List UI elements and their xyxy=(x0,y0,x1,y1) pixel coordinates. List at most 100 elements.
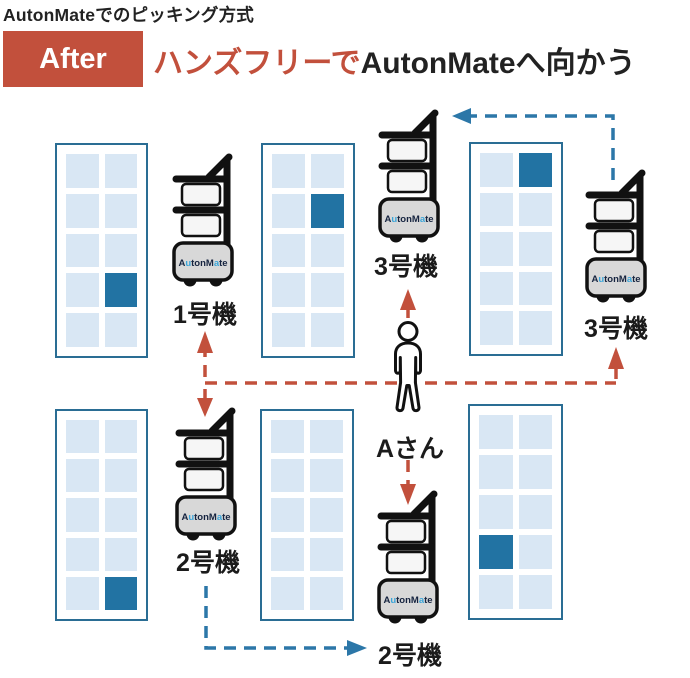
autonmate-logo: AutonMate xyxy=(384,214,433,225)
shelf-cell xyxy=(519,192,552,227)
shelf-cell xyxy=(519,311,552,345)
cart-1: AutonMate xyxy=(171,150,237,290)
shelf-cell xyxy=(480,153,513,187)
autonmate-logo: AutonMate xyxy=(178,258,227,269)
shelf-cell xyxy=(310,498,343,532)
cart-handle xyxy=(205,153,233,181)
shelf-top-middle xyxy=(261,143,355,358)
shelf-cell xyxy=(104,498,137,532)
cart-body xyxy=(172,241,234,282)
shelf-bottom-middle xyxy=(260,409,354,621)
page-title: AutonMateでのピッキング方式 xyxy=(3,5,254,25)
shelf-cell xyxy=(310,576,343,610)
shelf-cell xyxy=(311,313,344,347)
person-icon xyxy=(383,320,433,435)
shelf-cell xyxy=(272,193,305,228)
shelf-cell xyxy=(272,313,305,347)
shelf-cell xyxy=(272,233,305,268)
shelf-cell xyxy=(271,420,304,454)
shelf-cell xyxy=(480,271,513,306)
shelf-cell xyxy=(310,459,343,493)
shelf-cell xyxy=(310,537,343,571)
headline-rest: AutonMateへ向かう xyxy=(360,47,636,80)
cart-handle xyxy=(410,490,438,518)
cart-bin xyxy=(385,550,427,575)
cart-1-label: 1号機 xyxy=(173,301,237,329)
person-label: Aさん xyxy=(375,435,445,463)
autonmate-logo: AutonMate xyxy=(591,274,640,285)
shelf-bottom-right xyxy=(468,404,563,620)
shelf-cell xyxy=(66,273,99,308)
cart-3-middle-label: 3号機 xyxy=(374,253,438,281)
cart-body xyxy=(378,197,440,238)
shelf-cell-target xyxy=(479,535,513,569)
shelf-top-right xyxy=(469,142,563,356)
red-arrow-to-cart-1 xyxy=(197,331,213,353)
shelf-cell-target xyxy=(311,193,344,228)
shelf-cell xyxy=(66,537,99,571)
shelf-cell xyxy=(311,273,344,308)
cart-body xyxy=(585,257,647,298)
shelf-cell xyxy=(104,193,137,228)
cart-3-right-label: 3号機 xyxy=(584,315,648,343)
cart-2-middle-label: 2号機 xyxy=(378,642,442,670)
shelf-cell xyxy=(479,455,513,489)
blue-arrow-bottom-right xyxy=(347,640,367,656)
shelf-cell xyxy=(104,154,137,188)
shelf-cell xyxy=(271,537,304,571)
cart-2-left-label: 2号機 xyxy=(176,549,240,577)
cart-bin xyxy=(180,182,222,207)
cart-bin xyxy=(180,213,222,238)
shelf-cell xyxy=(518,495,552,529)
shelf-cell xyxy=(479,495,513,529)
shelf-cell xyxy=(66,193,99,228)
cart-bin xyxy=(183,436,225,461)
cart-2-left: AutonMate xyxy=(174,404,240,544)
shelf-cell xyxy=(271,576,304,610)
shelf-cell xyxy=(104,459,137,493)
picking-cart-icon: AutonMate xyxy=(377,490,439,624)
shelf-cell xyxy=(479,575,513,609)
shelf-cell xyxy=(104,537,137,571)
after-badge: After xyxy=(3,31,143,87)
shelf-cell xyxy=(518,575,552,609)
red-arrow-to-cart-3-right xyxy=(608,347,624,369)
cart-bin xyxy=(593,229,635,254)
shelf-cell xyxy=(66,498,99,532)
shelf-cell xyxy=(518,415,552,449)
red-arrow-to-cart-3-middle xyxy=(400,289,416,310)
cart-bin xyxy=(386,169,428,194)
cart-3-right: AutonMate xyxy=(584,166,650,306)
cart-body xyxy=(377,578,439,619)
picking-cart-icon: AutonMate xyxy=(585,169,647,303)
cart-2-middle: AutonMate xyxy=(376,487,442,627)
cart-handle xyxy=(618,169,646,197)
headline: ハンズフリーでAutonMateへ向かう xyxy=(153,40,636,88)
shelf-cell xyxy=(66,420,99,454)
shelf-cell xyxy=(311,154,344,188)
person-head xyxy=(397,321,419,342)
autonmate-logo: AutonMate xyxy=(181,512,230,523)
cart-body xyxy=(175,495,237,536)
picking-cart-icon: AutonMate xyxy=(175,407,237,541)
picking-cart-icon: AutonMate xyxy=(172,153,234,287)
shelf-cell xyxy=(66,313,99,347)
shelf-cell xyxy=(271,459,304,493)
shelf-cell-target xyxy=(104,576,137,610)
shelf-cell xyxy=(310,420,343,454)
shelf-cell xyxy=(66,576,99,610)
shelf-bottom-left xyxy=(55,409,148,621)
cart-handle xyxy=(411,109,439,137)
shelf-cell xyxy=(480,311,513,345)
cart-3-middle: AutonMate xyxy=(377,106,443,246)
shelf-cell xyxy=(519,232,552,266)
shelf-cell xyxy=(66,233,99,268)
cart-bin xyxy=(386,138,428,163)
shelf-cell xyxy=(66,154,99,188)
shelf-cell xyxy=(480,232,513,266)
cart-bin xyxy=(593,198,635,223)
blue-arrow-top-left xyxy=(452,108,471,124)
shelf-cell xyxy=(519,271,552,306)
shelf-cell xyxy=(271,498,304,532)
shelf-cell xyxy=(66,459,99,493)
